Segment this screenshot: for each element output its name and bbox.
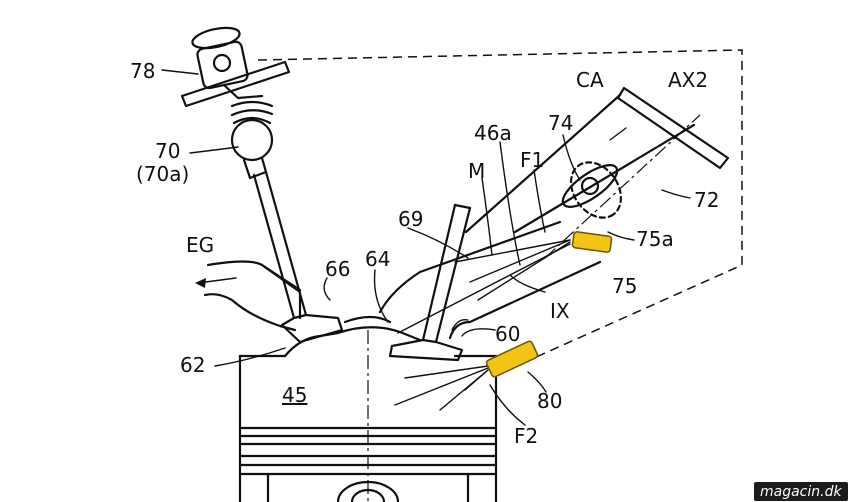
dashed-outline <box>258 50 742 362</box>
label-62: 62 <box>180 353 205 377</box>
label-IX: IX <box>550 299 570 323</box>
intake-port <box>380 95 694 338</box>
label-EG: EG <box>186 233 214 257</box>
watermark-badge: magacin.dk <box>754 482 848 501</box>
label-70: 70 <box>155 139 180 163</box>
cylinder-head <box>285 317 420 356</box>
label-CA: CA <box>576 68 604 92</box>
label-69: 69 <box>398 207 423 231</box>
label-M: M <box>468 159 485 183</box>
label-F2: F2 <box>514 424 538 448</box>
label-70a: (70a) <box>136 162 189 186</box>
direct-injector <box>232 96 272 178</box>
pressure-sensor-78 <box>182 24 289 106</box>
exhaust-port <box>195 262 300 331</box>
cylinder-block <box>240 330 496 502</box>
label-75a: 75a <box>636 227 674 251</box>
label-74: 74 <box>548 111 573 135</box>
label-64: 64 <box>365 247 390 271</box>
sensor-75 <box>572 231 612 252</box>
label-80: 80 <box>537 389 562 413</box>
label-78: 78 <box>130 59 155 83</box>
label-72: 72 <box>694 188 719 212</box>
label-AX2: AX2 <box>668 68 708 92</box>
flow-arrows-cylinder <box>395 366 488 410</box>
label-F1: F1 <box>520 148 544 172</box>
watermark-text: magacin.dk <box>760 484 842 500</box>
label-60: 60 <box>495 322 520 346</box>
label-45: 45 <box>282 383 307 407</box>
label-75: 75 <box>612 274 637 298</box>
label-46a: 46a <box>474 121 512 145</box>
label-66: 66 <box>325 257 350 281</box>
